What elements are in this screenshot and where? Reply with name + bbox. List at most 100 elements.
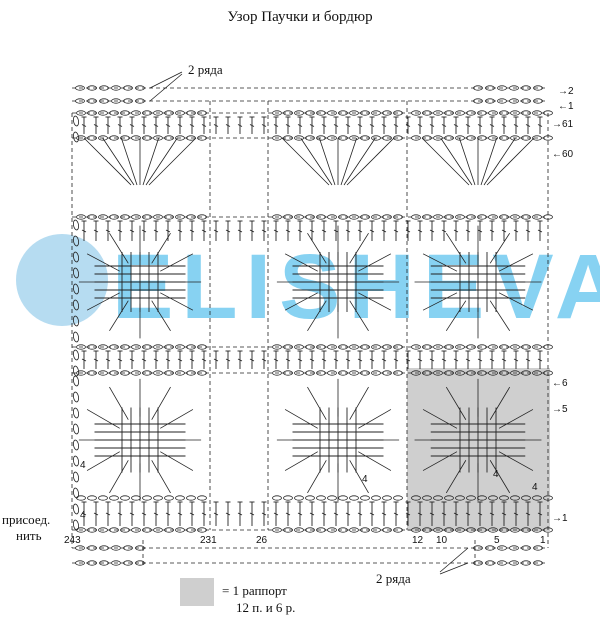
inner-number: 4: [80, 460, 86, 471]
chain-stitch: [521, 110, 531, 116]
chain-stitch: [393, 344, 403, 350]
chain-stitch: [371, 527, 381, 533]
spider-ray: [86, 409, 120, 429]
stitch-crossbar: [201, 358, 207, 362]
stitch-crossbar: [201, 124, 207, 127]
spider-ray: [86, 292, 120, 311]
chain-stitch: [75, 560, 85, 566]
spider-ray: [489, 300, 511, 332]
stitch-crossbar: [309, 229, 315, 233]
chain-stitch: [316, 495, 326, 501]
yarn-ball-icon: [16, 234, 108, 326]
chain-stitch: [98, 527, 108, 533]
chain-stitch: [477, 495, 487, 501]
spider-ray: [445, 386, 467, 420]
chain-stitch: [294, 527, 304, 533]
chain-stitch: [543, 370, 553, 376]
chain-stitch: [72, 267, 80, 279]
stitch-crossbar: [153, 229, 159, 233]
stitch-crossbar: [129, 512, 135, 516]
stitch-crossbar: [141, 229, 147, 233]
chain-stitch: [338, 370, 348, 376]
chain-stitch: [466, 527, 476, 533]
stitch-crossbar: [477, 124, 483, 127]
chain-stitch: [338, 495, 348, 501]
chain-stitch: [76, 135, 86, 141]
chain-stitch: [87, 560, 97, 566]
stitch-crossbar: [513, 229, 519, 233]
stitch-number-1: 1: [540, 535, 546, 546]
chain-stitch: [283, 214, 293, 220]
stitch-crossbar: [237, 229, 243, 233]
chain-stitch: [76, 495, 86, 501]
chain-stitch: [327, 495, 337, 501]
chain-stitch: [455, 495, 465, 501]
chain-stitch: [488, 495, 498, 501]
chain-stitch: [305, 344, 315, 350]
stitch-crossbar: [321, 358, 327, 362]
chain-stitch: [444, 344, 454, 350]
inner-number: 4: [362, 474, 368, 485]
spider-ray: [489, 386, 511, 420]
chain-stitch: [360, 110, 370, 116]
chain-stitch: [327, 214, 337, 220]
chain-stitch: [497, 545, 507, 551]
chain-stitch: [499, 527, 509, 533]
chain-stitch: [72, 115, 80, 127]
stitch-crossbar: [309, 124, 315, 127]
stitch-crossbar: [321, 512, 327, 516]
chain-stitch: [87, 545, 97, 551]
stitch-crossbar: [201, 512, 207, 516]
chain-stitch: [433, 135, 443, 141]
chain-stitch: [488, 110, 498, 116]
stitch-crossbar: [453, 358, 459, 362]
chain-stitch: [338, 214, 348, 220]
chain-stitch: [99, 85, 109, 91]
stitch-crossbar: [357, 358, 363, 362]
stitch-crossbar: [537, 358, 543, 362]
inner-number: 4: [80, 510, 86, 521]
chain-stitch: [72, 455, 80, 467]
chain-stitch: [131, 344, 141, 350]
chain-stitch: [123, 85, 133, 91]
stitch-crossbar: [177, 124, 183, 127]
chain-stitch: [444, 110, 454, 116]
chain-stitch: [87, 98, 97, 104]
chain-stitch: [316, 344, 326, 350]
chain-stitch: [197, 110, 207, 116]
stitch-crossbar: [273, 124, 279, 127]
spider-ray: [284, 292, 318, 311]
stitch-crossbar: [465, 124, 471, 127]
stitch-crossbar: [273, 512, 279, 516]
chain-stitch: [98, 110, 108, 116]
stitch-crossbar: [417, 229, 423, 233]
chain-stitch: [499, 135, 509, 141]
stitch-crossbar: [225, 124, 231, 127]
chain-stitch: [153, 527, 163, 533]
stitch-crossbar: [513, 358, 519, 362]
chain-stitch: [131, 370, 141, 376]
chain-stitch: [98, 370, 108, 376]
chain-stitch: [72, 519, 80, 531]
chain-stitch: [510, 370, 520, 376]
chain-stitch: [411, 370, 421, 376]
chain-stitch: [473, 85, 483, 91]
chain-stitch: [87, 85, 97, 91]
stitch-crossbar: [273, 358, 279, 362]
stitch-crossbar: [213, 358, 219, 362]
stitch-crossbar: [261, 512, 267, 516]
stitch-crossbar: [165, 124, 171, 127]
chain-stitch: [444, 370, 454, 376]
fan-stitch: [281, 137, 330, 186]
chain-stitch: [272, 495, 282, 501]
repeat-highlight: [407, 368, 550, 531]
chain-stitch: [305, 135, 315, 141]
chain-stitch: [72, 407, 80, 419]
chain-stitch: [327, 370, 337, 376]
chain-stitch: [521, 85, 531, 91]
leader-line: [439, 562, 469, 575]
stitch-crossbar: [249, 512, 255, 516]
chain-stitch: [477, 214, 487, 220]
chain-stitch: [283, 110, 293, 116]
chain-stitch: [197, 135, 207, 141]
